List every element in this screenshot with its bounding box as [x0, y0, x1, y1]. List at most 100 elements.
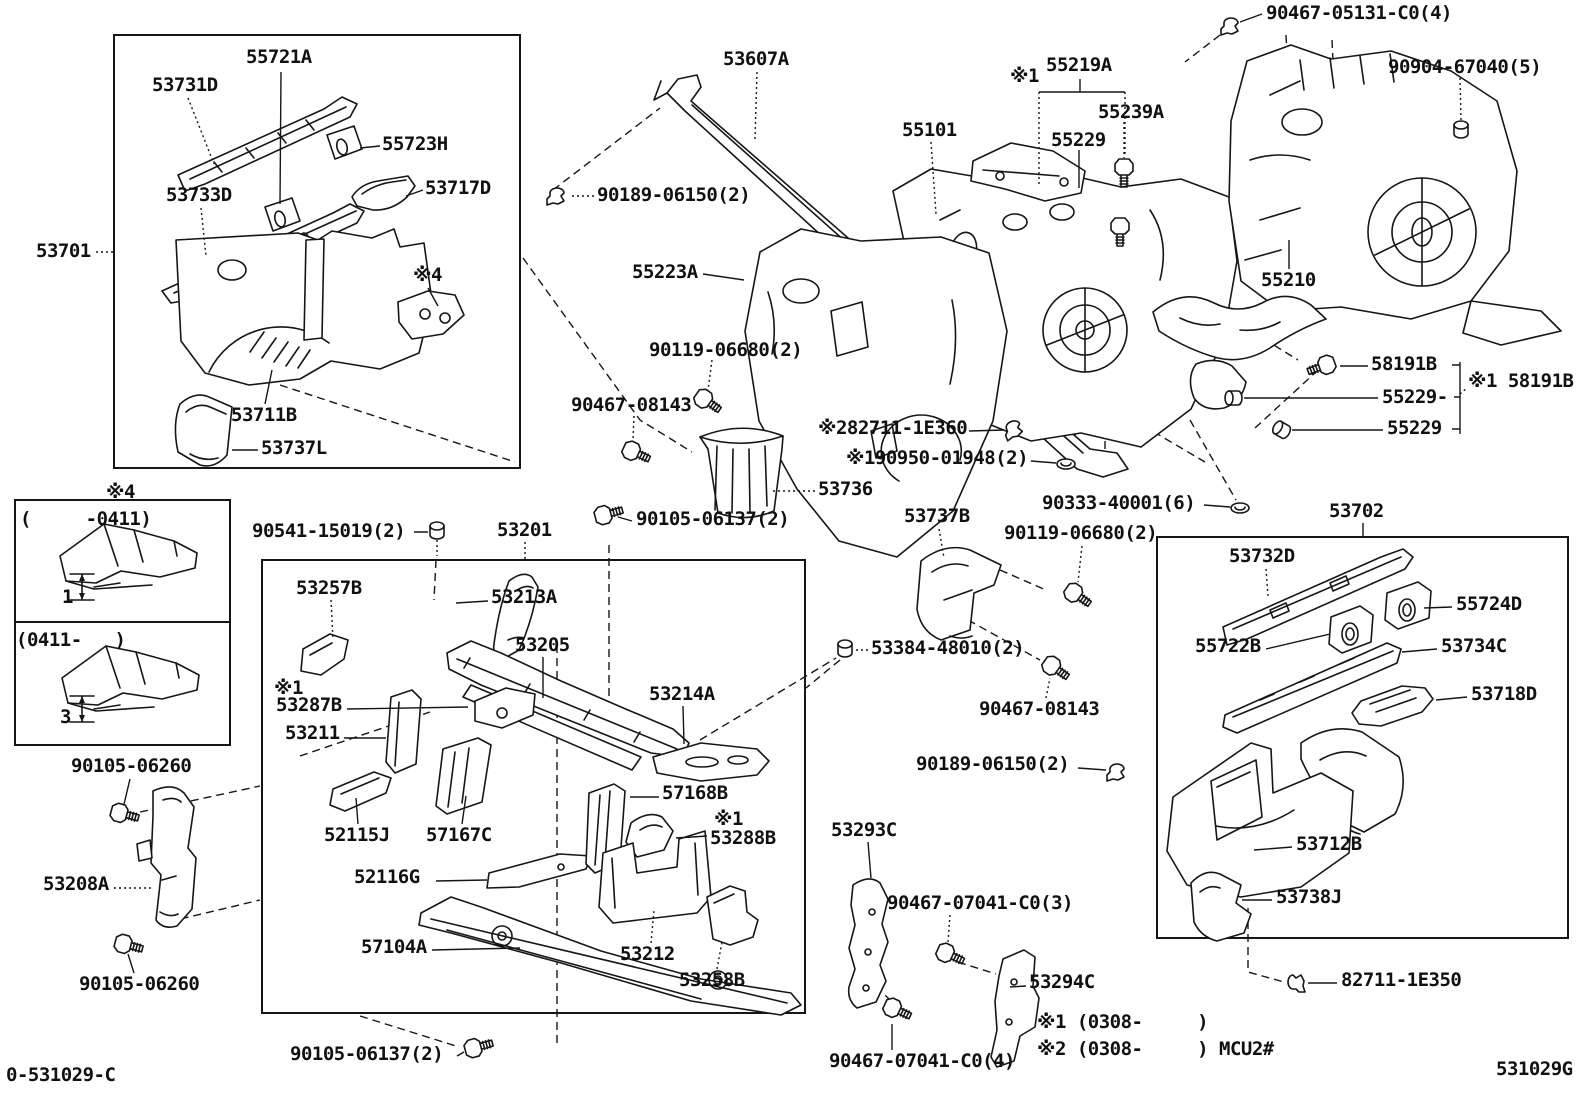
part-label-code_left: 0-531029-C	[6, 1064, 116, 1086]
part-label-a57168B: 57168B	[662, 782, 728, 804]
part-label-a55722B: 55722B	[1195, 635, 1261, 657]
part-label-dim_early: 1	[62, 586, 73, 608]
part-53294C-art	[990, 949, 1040, 1068]
part-label-a57104A: 57104A	[361, 936, 427, 958]
part-53287B-art	[474, 687, 536, 729]
part-label-a53701: 53701	[36, 240, 91, 262]
part-55219A-art	[970, 142, 1086, 202]
part-label-a53384_48010: 53384-48010(2)	[871, 637, 1025, 659]
part-label-a53212: 53212	[620, 943, 675, 965]
part-label-a53732D: 53732D	[1229, 545, 1295, 567]
part-label-a53731D: 53731D	[152, 74, 218, 96]
part-label-a53257B: 53257B	[296, 577, 362, 599]
part-label-a90105_06137_b: 90105-06137(2)	[290, 1043, 444, 1065]
dotted-leader-lines	[96, 71, 1468, 970]
part-label-a90119_06680_a: 90119-06680(2)	[649, 339, 803, 361]
insulator-strip-art	[1152, 295, 1327, 361]
part-label-a53712B: 53712B	[1296, 833, 1362, 855]
apron-rh-assembly-art	[1166, 548, 1434, 942]
part-label-a90333_40001: 90333-40001(6)	[1042, 492, 1196, 514]
part-label-a55229_mid: 55229-	[1382, 386, 1448, 408]
radiator-support-art	[300, 573, 802, 1016]
part-label-a90189_06150_b: 90189-06150(2)	[916, 753, 1070, 775]
part-label-range_late: (0411- )	[16, 629, 126, 651]
part-label-x4_inbox: ※4	[413, 264, 442, 286]
part-label-a57167C: 57167C	[426, 824, 492, 846]
part-52116G-art	[486, 853, 592, 889]
part-label-a53293C: 53293C	[831, 819, 897, 841]
part-label-a53734C: 53734C	[1441, 635, 1507, 657]
cowl-and-dash-panel-art	[653, 44, 1562, 641]
part-label-a55723H: 55723H	[382, 133, 448, 155]
part-label-a53736: 53736	[818, 478, 873, 500]
part-53717D-art	[351, 175, 416, 211]
part-label-x1_55219: ※1	[1010, 65, 1039, 87]
frame-boxes	[14, 34, 1569, 1014]
part-label-a53738J: 53738J	[1276, 886, 1342, 908]
part-53737L-art	[174, 394, 233, 467]
part-label-x2_82711: ※282711-1E360	[818, 417, 968, 439]
part-label-a53213A: 53213A	[491, 586, 557, 608]
part-53213A-art	[492, 573, 539, 660]
part-53738J-art	[1190, 871, 1252, 942]
part-label-a90467_07041_3: 90467-07041-C0(3)	[887, 892, 1073, 914]
part-label-a55101: 55101	[902, 119, 957, 141]
part-label-dim_late: 3	[60, 706, 71, 728]
part-label-code_right: 531029G	[1496, 1058, 1573, 1080]
part-label-x4_head: ※4	[106, 481, 135, 503]
part-label-a53287B: 53287B	[276, 694, 342, 716]
part-label-a53205: 53205	[515, 634, 570, 656]
fender-apron-assembly-art	[161, 96, 465, 467]
part-label-a55210: 55210	[1261, 269, 1316, 291]
part-label-a90105_06137_t: 90105-06137(2)	[636, 508, 790, 530]
part-53211-art	[385, 689, 422, 774]
part-label-a53294C: 53294C	[1029, 971, 1095, 993]
part-53205-art	[446, 640, 690, 758]
part-label-a55229_top: 55229	[1051, 129, 1106, 151]
part-53293C-art	[847, 878, 889, 1009]
part-55722B-art	[1328, 605, 1374, 654]
part-label-a90119_06680_b: 90119-06680(2)	[1004, 522, 1158, 544]
part-52115J-art	[329, 771, 392, 812]
part-label-x1_58191B: ※1 58191B	[1468, 370, 1574, 392]
part-label-a90467_07041_4: 90467-07041-C0(4)	[829, 1050, 1015, 1072]
part-57104A-art	[418, 896, 802, 1016]
part-label-note2: ※2 (0308- ) MCU2#	[1037, 1038, 1274, 1060]
part-55721A-art	[264, 197, 301, 232]
part-label-a90105_06260_a: 90105-06260	[71, 755, 192, 777]
part-label-a52115J: 52115J	[324, 824, 390, 846]
part-label-a55229_low: 55229	[1387, 417, 1442, 439]
part-label-a53607A: 53607A	[723, 48, 789, 70]
part-label-a90467_05131: 90467-05131-C0(4)	[1266, 2, 1452, 24]
part-label-a53702: 53702	[1329, 500, 1384, 522]
part-53208A-art	[136, 786, 197, 928]
part-55723H-art	[326, 125, 363, 160]
part-label-a53214A: 53214A	[649, 683, 715, 705]
part-53288B-art	[625, 813, 674, 858]
part-label-a53201: 53201	[497, 519, 552, 541]
part-label-a53737B: 53737B	[904, 505, 970, 527]
part-label-x1_53288: ※1	[714, 808, 743, 830]
part-label-a58191B: 58191B	[1371, 353, 1437, 375]
part-label-a55721A: 55721A	[246, 46, 312, 68]
part-label-a53737L: 53737L	[261, 437, 327, 459]
part-label-a55724D: 55724D	[1456, 593, 1522, 615]
part-label-a90904_67040: 90904-67040(5)	[1388, 56, 1542, 78]
part-label-a53711B: 53711B	[231, 404, 297, 426]
part-label-a90541_15019: 90541-15019(2)	[252, 520, 406, 542]
variant-box-art	[59, 523, 200, 723]
part-label-a90467_08143_a: 90467-08143	[571, 394, 692, 416]
part-label-a53258B: 53258B	[679, 969, 745, 991]
part-label-a90467_08143_b: 90467-08143	[979, 698, 1100, 720]
part-x4-bracket-art	[397, 290, 465, 340]
part-label-x1_90950: ※190950-01948(2)	[846, 447, 1029, 469]
leader-lines	[123, 13, 1468, 1057]
box-53201	[261, 559, 806, 1014]
part-53736-art	[699, 427, 784, 519]
part-53257B-art	[300, 633, 349, 676]
part-label-x1_53287: ※1	[274, 677, 303, 699]
part-label-a53288B: 53288B	[710, 827, 776, 849]
